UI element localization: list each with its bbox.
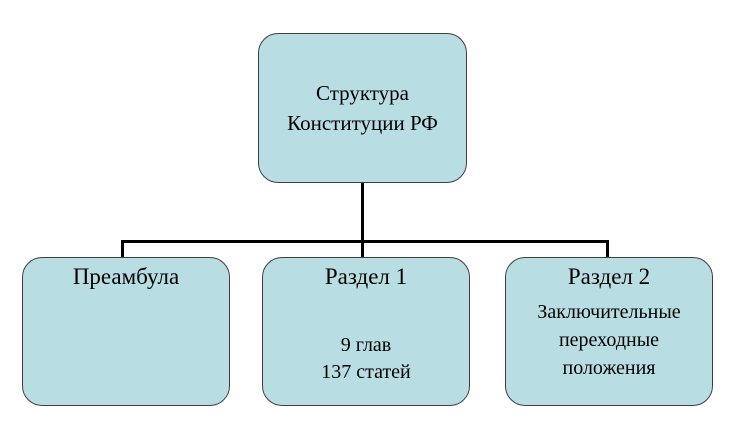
- node-section-1: Раздел 1 9 глав 137 статей: [262, 257, 470, 406]
- root-label: Структура Конституции РФ: [287, 78, 438, 138]
- node-section-2: Раздел 2 Заключительные переходные полож…: [505, 257, 713, 406]
- node-title: Раздел 1: [324, 264, 408, 289]
- node-preamble: Преамбула: [22, 257, 230, 406]
- node-subline: 9 глав: [340, 334, 392, 356]
- connector-drop-left: [121, 240, 124, 257]
- node-subtext: Заключительные переходные положения: [506, 298, 712, 382]
- node-subline: 137 статей: [321, 361, 411, 383]
- connector-horizontal-bar: [121, 240, 609, 243]
- node-subtext: 9 глав 137 статей: [263, 332, 469, 386]
- node-title: Преамбула: [72, 264, 180, 289]
- node-subline: переходные: [558, 329, 660, 351]
- root-label-line1: Структура: [315, 81, 410, 105]
- root-label-line2: Конституции РФ: [287, 111, 438, 135]
- connector-trunk-vertical: [361, 183, 364, 257]
- node-root-structure: Структура Конституции РФ: [258, 33, 467, 183]
- connector-drop-right: [606, 240, 609, 257]
- node-subline: Заключительные: [537, 301, 681, 323]
- node-subline: положения: [562, 357, 656, 379]
- node-title: Раздел 2: [567, 264, 651, 289]
